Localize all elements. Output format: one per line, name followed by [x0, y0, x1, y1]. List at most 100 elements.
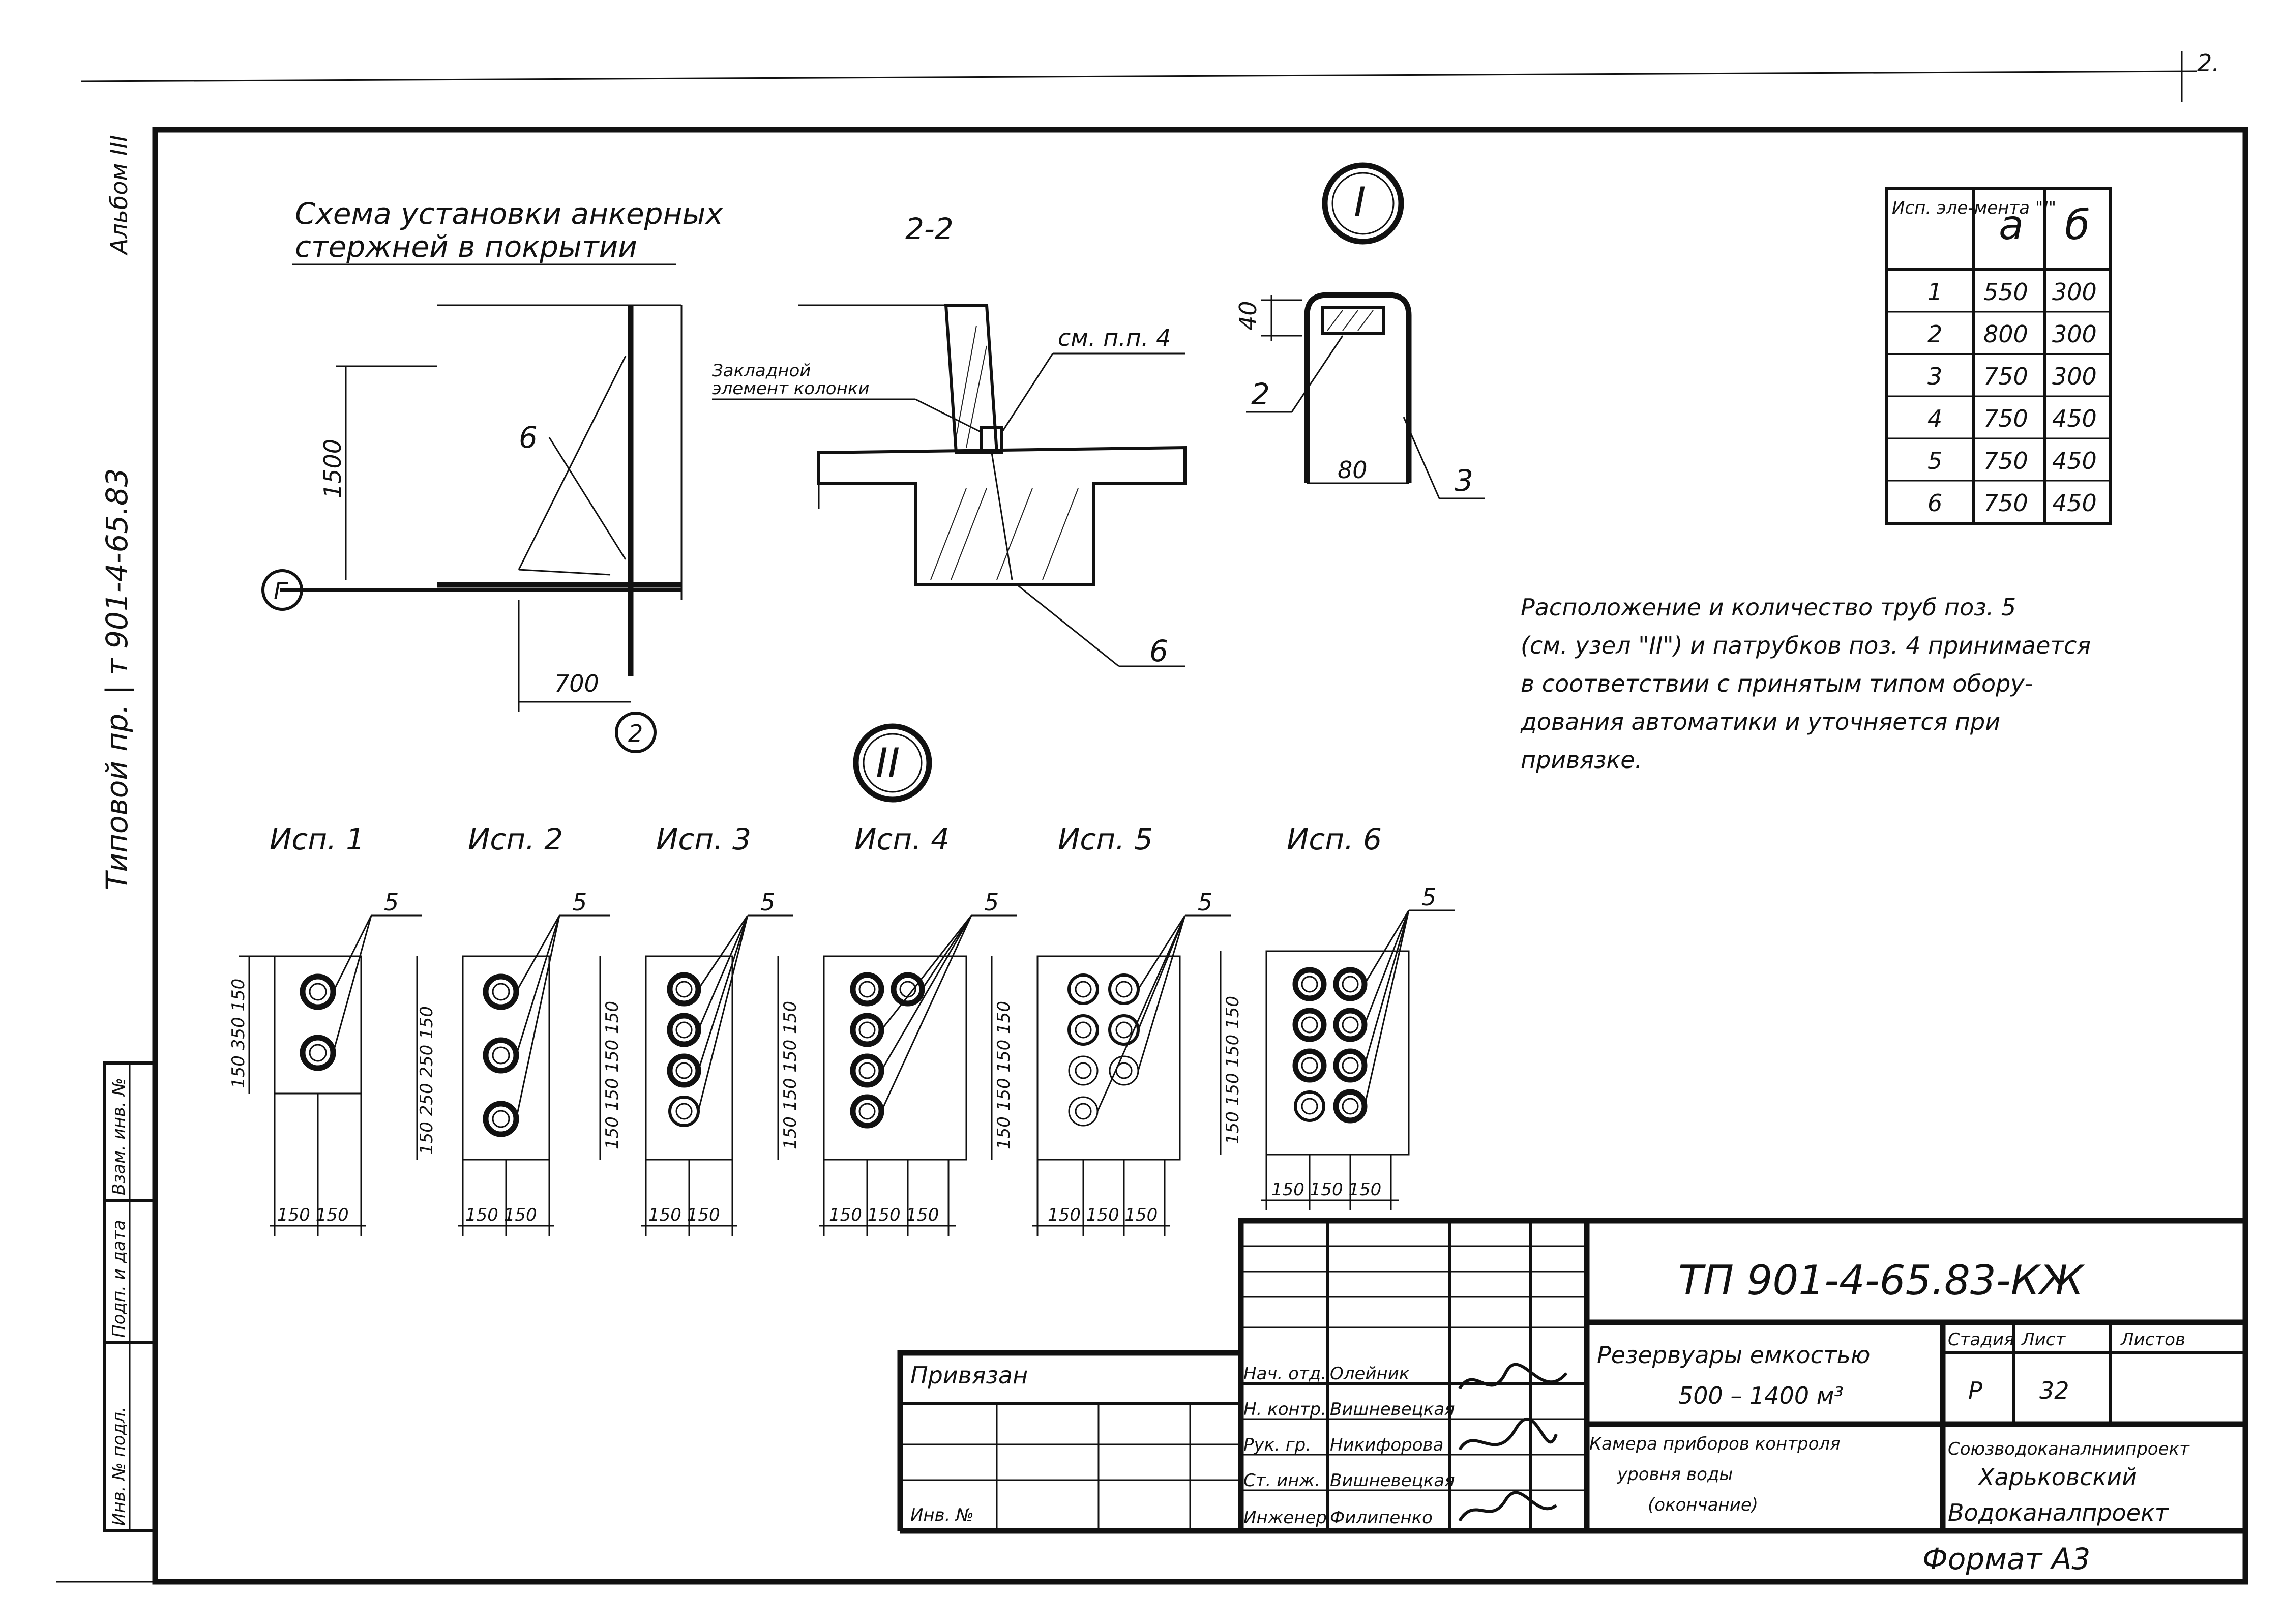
node-I-dim-80: 80: [1338, 456, 1368, 484]
exec-row-6-a: 750: [1983, 489, 2028, 517]
title-block-privyazan: Привязан: [910, 1362, 1028, 1389]
col-sheets: Листов: [2120, 1330, 2185, 1350]
node-I-dim-40: 40: [1234, 301, 1262, 331]
variant-4-pos: 5: [984, 889, 999, 916]
variant-1: Исп. 1 5 150 350 150 150 150: [228, 822, 422, 1236]
sheet-title-1: Камера приборов контроля: [1589, 1434, 1841, 1454]
sign-name-4: Вишневецкая: [1330, 1470, 1455, 1491]
variant-6-bottom-dims: 150 150 150: [1271, 1179, 1381, 1200]
signature-3: [1458, 1491, 1557, 1522]
exec-row-3-b: 300: [2052, 363, 2097, 390]
exec-table-header-2: б: [2065, 201, 2090, 249]
node-II: II Исп. 1 5 150 350 150 150 150 Исп. 2: [228, 723, 1455, 1236]
org-line-1: Союзводоканалниипроект: [1948, 1439, 2190, 1459]
section-title: 2-2: [905, 212, 954, 246]
exec-row-5-no: 5: [1927, 447, 1942, 475]
variant-6-label: Исп. 6: [1287, 822, 1382, 857]
variant-6-pos: 5: [1421, 883, 1436, 911]
variant-1-label: Исп. 1: [270, 822, 365, 857]
exec-row-6-no: 6: [1927, 489, 1942, 517]
exec-row-2-no: 2: [1927, 320, 1942, 348]
sign-name-1: Олейник: [1330, 1364, 1410, 1384]
node-II-roman: II: [876, 740, 900, 787]
variant-5-left-dims: 150 150 150 150: [994, 1001, 1014, 1149]
exec-row-2-b: 300: [2052, 320, 2097, 348]
variant-4-left-dims: 150 150 150 150: [780, 1001, 800, 1149]
col-stage: Стадия: [1948, 1330, 2014, 1350]
dim-700: 700: [554, 670, 599, 697]
variant-3-bottom-dims: 150 150: [648, 1205, 720, 1225]
exec-row-1-a: 550: [1983, 278, 2028, 306]
title-block-inv: Инв. №: [910, 1505, 974, 1525]
variant-6-left-dims: 150 150 150 150: [1223, 996, 1243, 1144]
exec-row-2-a: 800: [1983, 320, 2028, 348]
left-stamp-1: Подп. и дата: [109, 1220, 129, 1338]
variant-2-bottom-dims: 150 150: [465, 1205, 537, 1225]
variant-2: Исп. 2 5 150 250 250 150 150 150: [416, 822, 610, 1236]
left-stamp: Инв. № подл. Подп. и дата Взам. инв. №: [103, 1061, 157, 1532]
exec-table-header-0: Исп. эле-мента "I": [1892, 198, 2056, 218]
node-I-pos-3: 3: [1455, 463, 1473, 498]
exec-table-header-1: а: [1999, 201, 2024, 249]
sign-name-2: Вишневецкая: [1330, 1399, 1455, 1420]
note-line-4: дования автоматики и уточняется при: [1520, 708, 2000, 735]
node-I-bubble: [1322, 162, 1404, 245]
sheet-value: 32: [2039, 1377, 2069, 1404]
variant-1-left-dims: 150 350 150: [228, 979, 249, 1088]
side-stamp-top: Альбом III: [105, 135, 133, 256]
exec-row-5-a: 750: [1983, 447, 2028, 475]
node-I: I 40 80 2 3: [1234, 162, 1485, 499]
exec-row-5-b: 450: [2052, 447, 2097, 475]
exec-row-6-b: 450: [2052, 489, 2097, 517]
variant-3-label: Исп. 3: [656, 822, 751, 857]
column: [944, 304, 999, 454]
node-I-section: [1304, 292, 1412, 483]
sign-role-4: Ст. инж.: [1243, 1470, 1320, 1491]
note-line-3: в соответствии с принятым типом обору-: [1521, 670, 2033, 697]
exec-row-4-a: 750: [1983, 405, 2028, 432]
variant-2-label: Исп. 2: [468, 822, 563, 857]
exec-row-1-b: 300: [2052, 278, 2097, 306]
node-I-roman: I: [1354, 179, 1366, 226]
top-trim-line: [81, 70, 2198, 82]
exec-row-3-no: 3: [1927, 363, 1942, 390]
node-II-bubble: [853, 723, 932, 803]
sign-name-5: Филипенко: [1330, 1508, 1433, 1528]
note-line-2: (см. узел "II") и патрубков поз. 4 прини…: [1521, 632, 2091, 659]
axis-bubble-2: [615, 712, 657, 753]
embedded-label-1: Закладной: [712, 361, 811, 381]
title-block-code: ТП 901-4-65.83-КЖ: [1678, 1257, 2085, 1304]
anchor-scheme-title-2: стержней в покрытии: [295, 229, 637, 264]
axis-bubble-g: [261, 569, 303, 611]
variant-2-left-dims: 150 250 250 150: [417, 1006, 437, 1155]
variant-5-label: Исп. 5: [1058, 822, 1153, 857]
variant-1-bottom-dims: 150 150: [277, 1205, 349, 1225]
variant-5-bottom-dims: 150 150 150: [1048, 1205, 1158, 1225]
side-stamp-project: Типовой пр. | т 901-4-65.83: [100, 468, 134, 890]
section-pos-label: 6: [1149, 634, 1168, 668]
variant-1-pos: 5: [384, 889, 399, 916]
signature-1: [1458, 1363, 1568, 1390]
variant-4-bottom-dims: 150 150 150: [829, 1205, 939, 1225]
note: Расположение и количество труб поз. 5 (с…: [1520, 594, 2091, 774]
variant-3-left-dims: 150 150 150 150: [602, 1001, 622, 1149]
signature-2: [1458, 1418, 1558, 1451]
axis-label-2: 2: [628, 720, 643, 747]
exec-row-4-no: 4: [1927, 405, 1942, 432]
variant-3: Исп. 3 5 150 150 150 150 150 150: [599, 822, 793, 1236]
node-I-pos-2: 2: [1251, 377, 1270, 411]
note-line-5: привязке.: [1521, 746, 1642, 774]
sign-role-1: Нач. отд.: [1243, 1364, 1326, 1384]
org-line-3: Водоканалпроект: [1948, 1499, 2169, 1526]
axis-label-g: Г: [274, 577, 288, 605]
exec-row-3-a: 750: [1983, 363, 2028, 390]
section-2-2: 2-2 Закладной элемент колонки см. п.п. 4…: [712, 212, 1187, 668]
sheet-title-3: (окончание): [1648, 1495, 1758, 1515]
stage-value: Р: [1968, 1377, 1982, 1404]
sign-name-3: Никифорова: [1330, 1435, 1443, 1455]
note-line-1: Расположение и количество труб поз. 5: [1521, 594, 2016, 621]
variant-5: Исп. 5 5 150 150 150 150 150 150 150: [991, 822, 1231, 1236]
sign-role-3: Рук. гр.: [1243, 1435, 1311, 1455]
variant-2-pos: 5: [572, 889, 587, 916]
